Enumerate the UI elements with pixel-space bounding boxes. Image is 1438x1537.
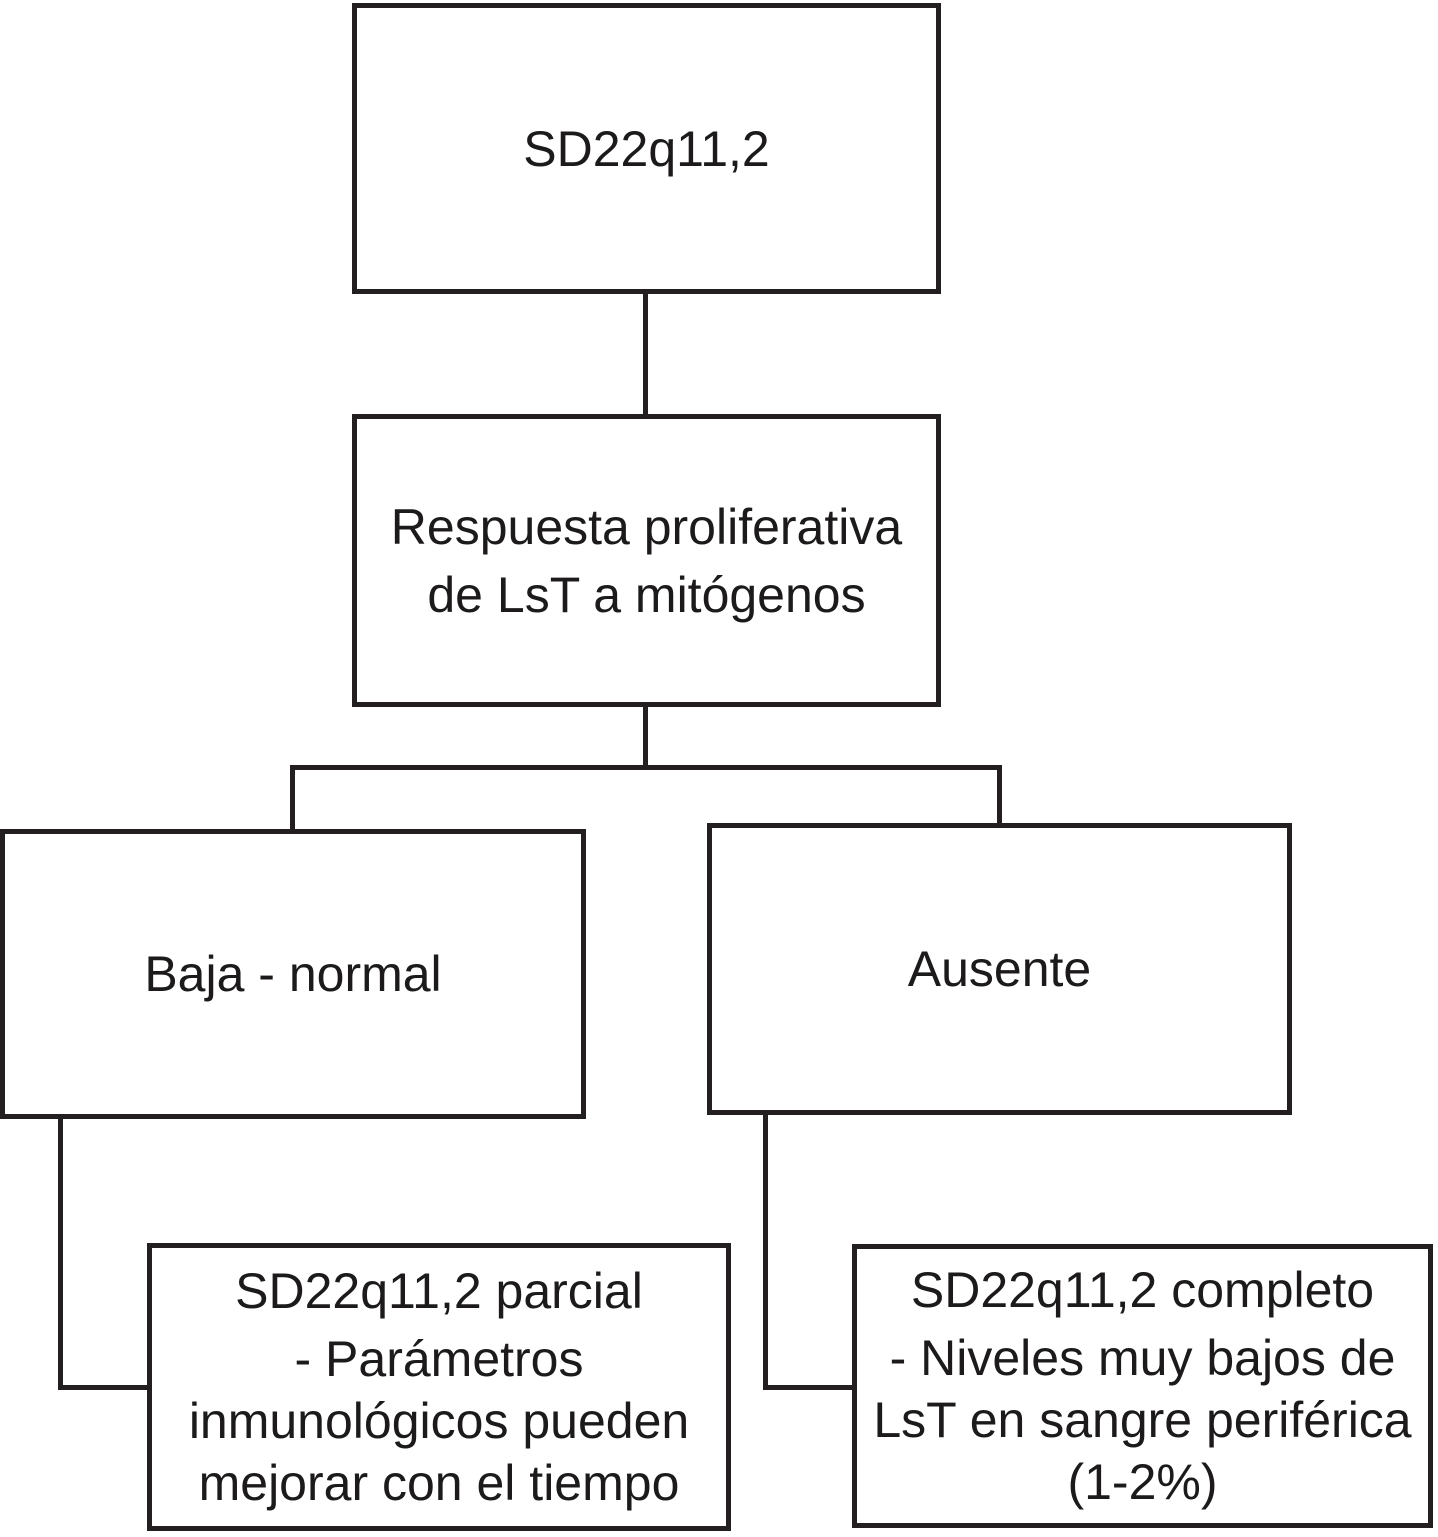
- node-complete-sd22q11-title: SD22q11,2 completo: [910, 1262, 1375, 1318]
- connector-drop-left: [290, 765, 295, 829]
- connector-elbow-right-vertical: [763, 1115, 768, 1390]
- node-absent: Ausente: [707, 823, 1292, 1115]
- connector-test-to-split: [643, 707, 648, 767]
- node-partial-sd22q11-title: SD22q11,2 parcial: [235, 1263, 643, 1319]
- node-low-normal-label: Baja - normal: [144, 946, 442, 1002]
- connector-split-horizontal: [290, 765, 1002, 770]
- node-sd22q11-label: SD22q11,2: [523, 120, 770, 177]
- node-complete-sd22q11-body: - Niveles muy bajos de LsT en sangre per…: [873, 1330, 1412, 1510]
- node-partial-sd22q11-body: - Parámetros inmunológicos pueden mejora…: [188, 1331, 690, 1511]
- node-low-normal: Baja - normal: [0, 829, 586, 1119]
- connector-root-to-test: [643, 294, 648, 414]
- connector-drop-right: [997, 765, 1002, 823]
- connector-elbow-right-horizontal: [763, 1385, 852, 1390]
- node-sd22q11: SD22q11,2: [352, 3, 941, 294]
- node-partial-sd22q11: SD22q11,2 parcial - Parámetros inmunológ…: [147, 1243, 731, 1531]
- node-complete-sd22q11: SD22q11,2 completo - Niveles muy bajos d…: [852, 1244, 1433, 1528]
- node-absent-label: Ausente: [907, 941, 1092, 997]
- connector-elbow-left-horizontal: [58, 1385, 147, 1390]
- connector-elbow-left-vertical: [58, 1119, 63, 1390]
- node-proliferative-response: Respuesta proliferativa de LsT a mitógen…: [352, 414, 941, 707]
- node-proliferative-response-label: Respuesta proliferativa de LsT a mitógen…: [390, 498, 903, 623]
